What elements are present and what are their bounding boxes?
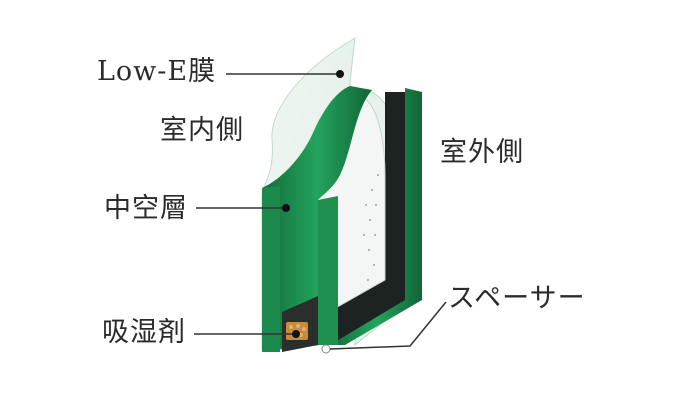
spacer-frame	[305, 92, 420, 345]
leader-dots	[282, 70, 344, 338]
spacer-sealant	[321, 344, 331, 354]
desiccant-label: 吸湿剤	[102, 317, 186, 348]
spacer-perforations	[363, 174, 379, 281]
spacer-label: スペーサー	[448, 283, 586, 314]
indoor-pane-edge-inner	[262, 186, 280, 352]
air-layer-label: 中空層	[104, 193, 188, 224]
indoor-side-label: 室内側	[160, 115, 244, 146]
leader-spacer	[329, 301, 447, 350]
outdoor-pane-edge	[330, 88, 422, 345]
low-e-label: Low-E膜	[97, 56, 217, 87]
outdoor-side-label: 室外側	[440, 137, 524, 168]
leader-lines	[194, 73, 447, 350]
middle-pane-edge	[318, 196, 338, 345]
indoor-pane-edge	[262, 86, 372, 350]
